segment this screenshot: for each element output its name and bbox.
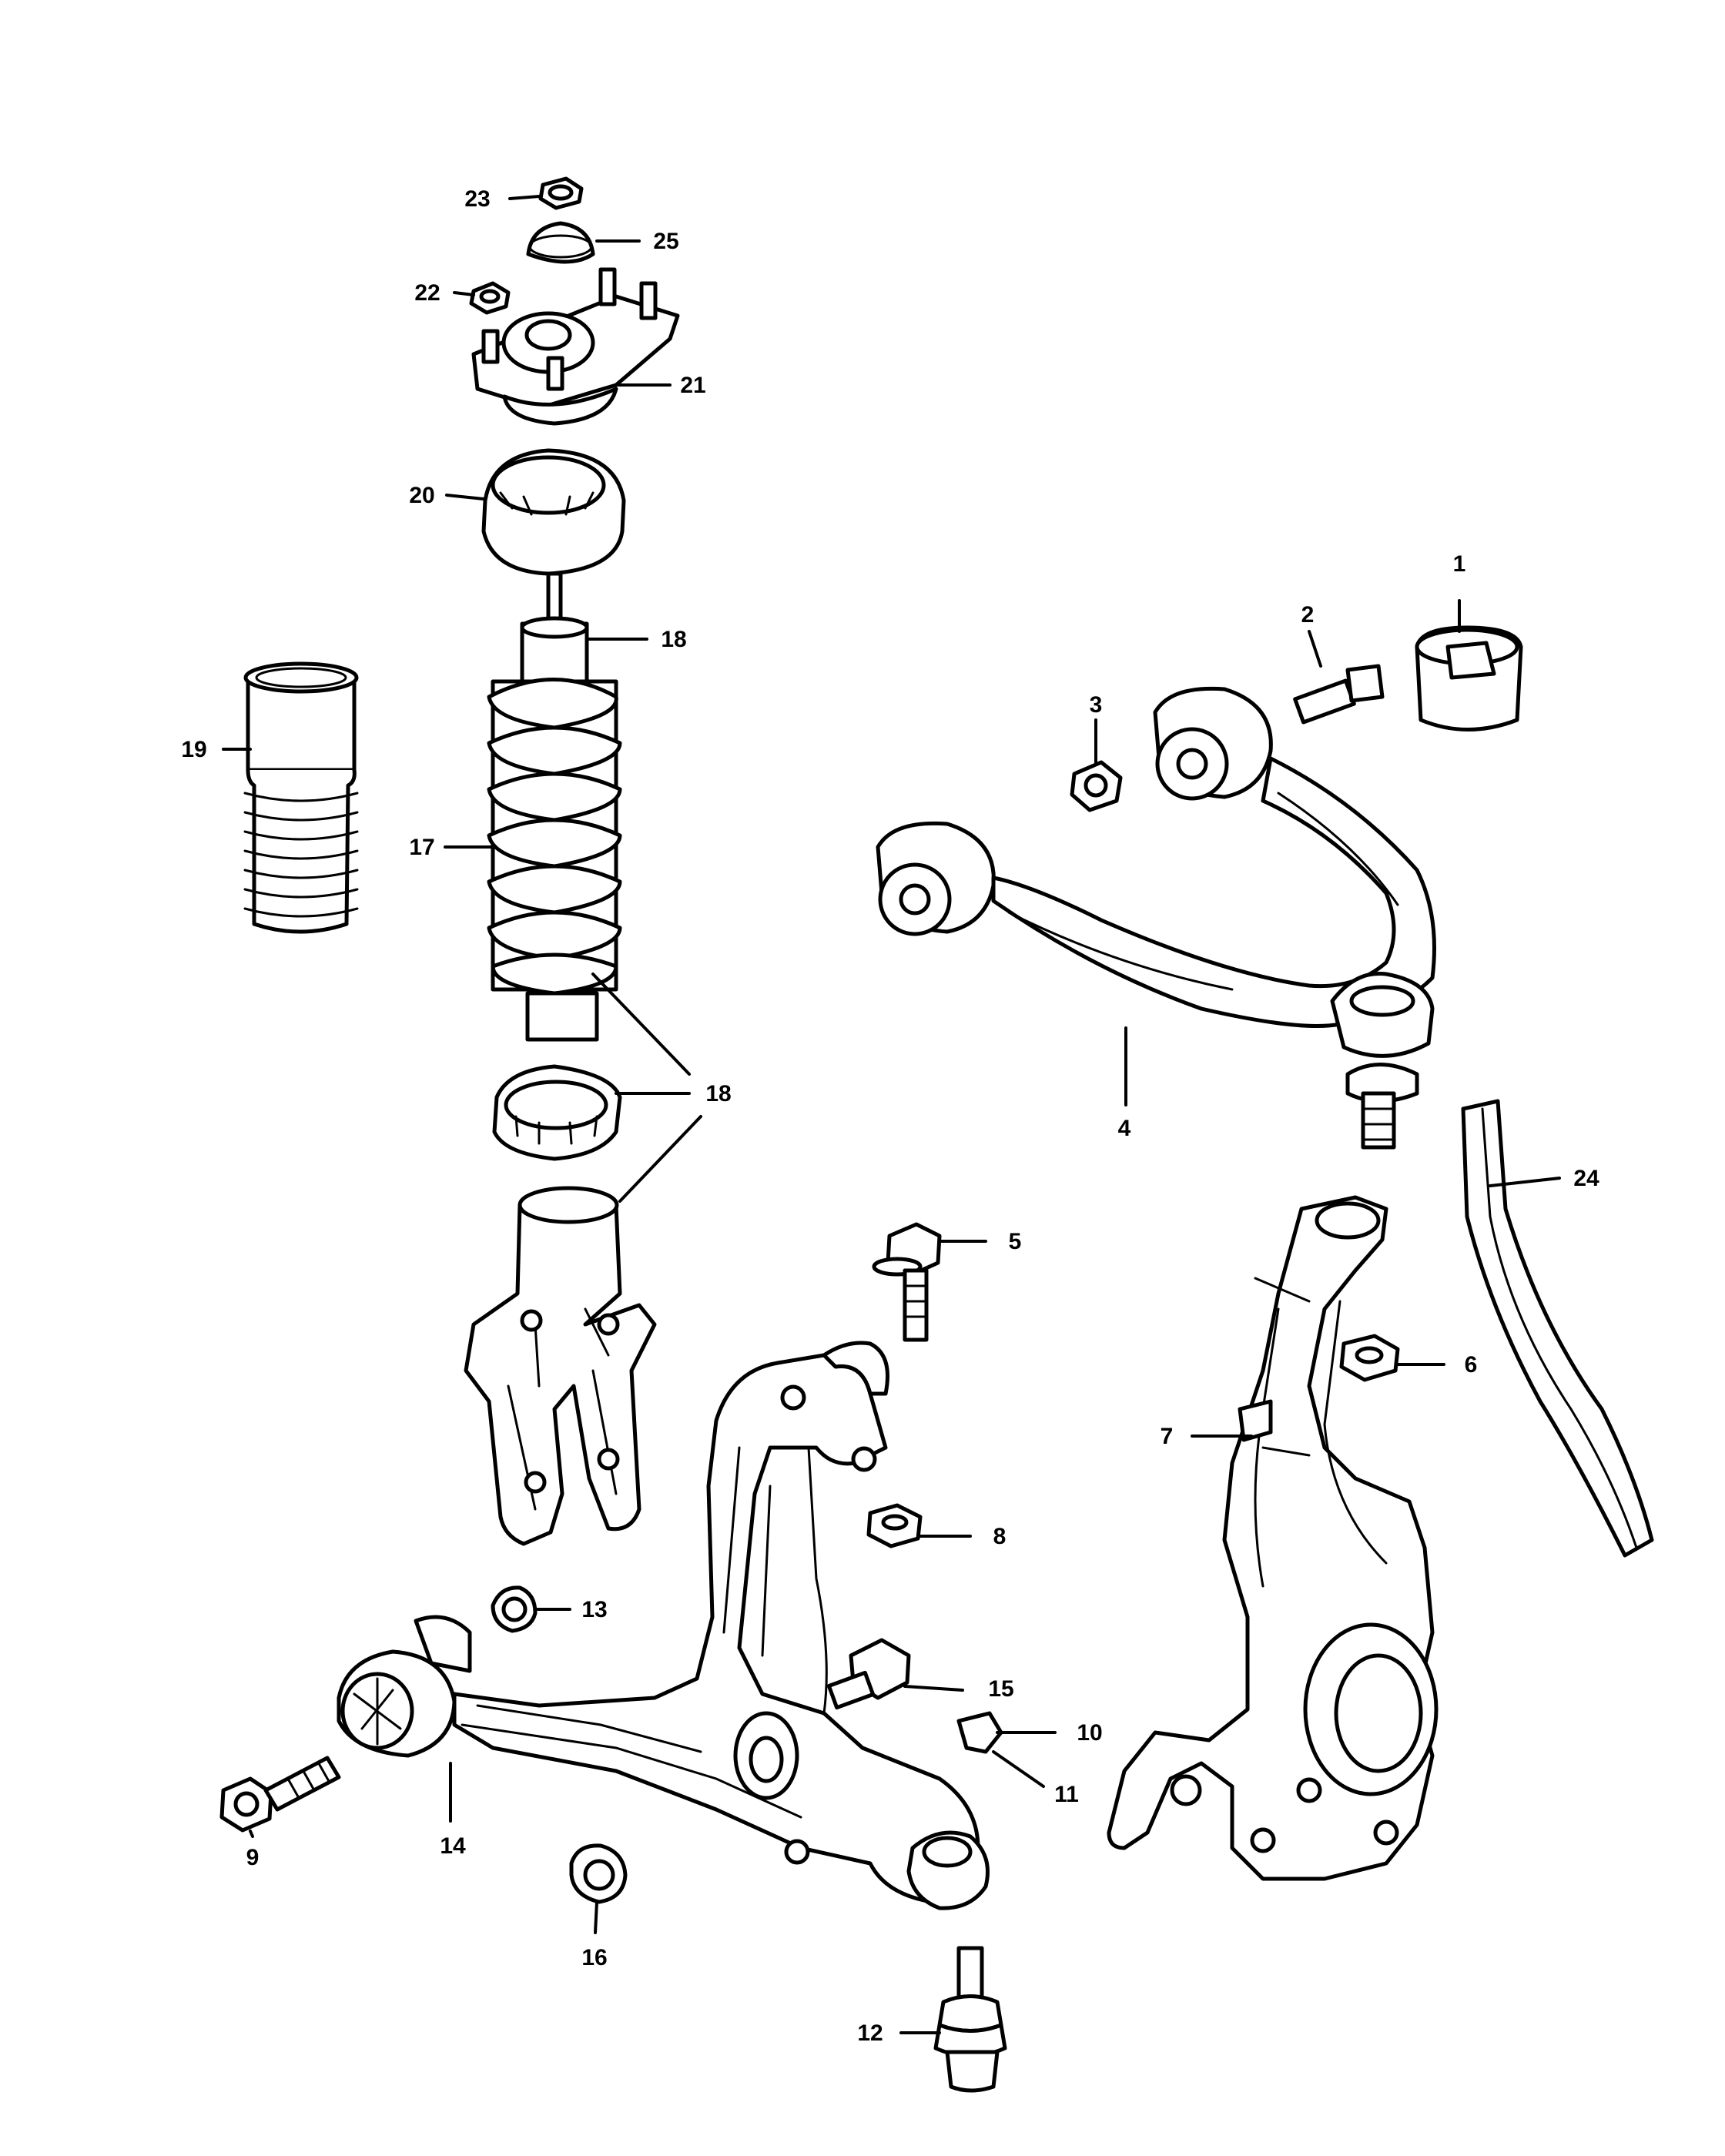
part-23-nut bbox=[538, 176, 584, 210]
callout-labels: 23 25 22 21 20 18 19 17 18 1 2 3 4 24 5 … bbox=[181, 186, 1599, 2046]
leader-lines bbox=[222, 195, 1561, 2034]
callout-11: 11 bbox=[1054, 1782, 1079, 1807]
callout-19: 19 bbox=[181, 737, 206, 762]
callout-1: 1 bbox=[1453, 551, 1466, 577]
part-14-lower-control-arm bbox=[337, 1341, 990, 1910]
callout-2: 2 bbox=[1301, 602, 1315, 628]
callout-21: 21 bbox=[680, 373, 705, 398]
callout-16: 16 bbox=[581, 1945, 607, 1970]
part-5-bolt bbox=[872, 1222, 942, 1342]
callout-4: 4 bbox=[1118, 1116, 1131, 1141]
callout-9: 9 bbox=[246, 1845, 260, 1870]
part-25-cap bbox=[526, 221, 595, 264]
part-19-dust-boot bbox=[243, 661, 359, 934]
callout-7: 7 bbox=[1161, 1424, 1174, 1449]
part-9-bolt bbox=[219, 1756, 341, 1833]
part-17-coil-spring bbox=[487, 678, 622, 1042]
part-22-nut bbox=[469, 281, 511, 315]
callout-17: 17 bbox=[409, 835, 434, 860]
part-15-sensor bbox=[826, 1638, 911, 1710]
part-24-bracket bbox=[1461, 1099, 1654, 1558]
part-8-nut bbox=[866, 1503, 923, 1548]
callout-12: 12 bbox=[857, 2020, 883, 2046]
callout-3: 3 bbox=[1090, 692, 1103, 718]
callout-14: 14 bbox=[440, 1833, 466, 1859]
part-4-upper-control-arm bbox=[876, 686, 1436, 1150]
part-10-11-nut bbox=[956, 1711, 1003, 1754]
callout-13: 13 bbox=[581, 1597, 607, 1622]
callout-10: 10 bbox=[1077, 1720, 1102, 1746]
part-1-bushing bbox=[1415, 625, 1523, 732]
part-12-ball-joint bbox=[933, 1946, 1007, 2093]
callout-20: 20 bbox=[409, 483, 434, 508]
part-18-strut-body bbox=[464, 1186, 657, 1546]
callout-22: 22 bbox=[414, 280, 440, 306]
callout-15: 15 bbox=[988, 1676, 1013, 1702]
callout-5: 5 bbox=[1009, 1229, 1022, 1254]
callout-24: 24 bbox=[1573, 1166, 1599, 1191]
callout-23: 23 bbox=[464, 186, 490, 212]
part-18-lower-seat bbox=[492, 1064, 622, 1161]
part-16-nut bbox=[569, 1843, 628, 1904]
callout-18-bottom: 18 bbox=[705, 1081, 731, 1106]
part-7-steering-knuckle bbox=[1107, 1195, 1439, 1881]
callout-6: 6 bbox=[1465, 1352, 1478, 1378]
part-2-bolt bbox=[1293, 664, 1385, 725]
callout-18-top: 18 bbox=[661, 627, 686, 652]
part-3-nut bbox=[1070, 760, 1123, 812]
callout-8: 8 bbox=[993, 1524, 1007, 1549]
part-13-nut bbox=[491, 1585, 538, 1633]
callout-25: 25 bbox=[653, 229, 678, 254]
part-6-nut bbox=[1339, 1334, 1400, 1382]
part-21-upper-mount bbox=[471, 267, 680, 426]
part-20-spring-seat bbox=[481, 448, 626, 576]
